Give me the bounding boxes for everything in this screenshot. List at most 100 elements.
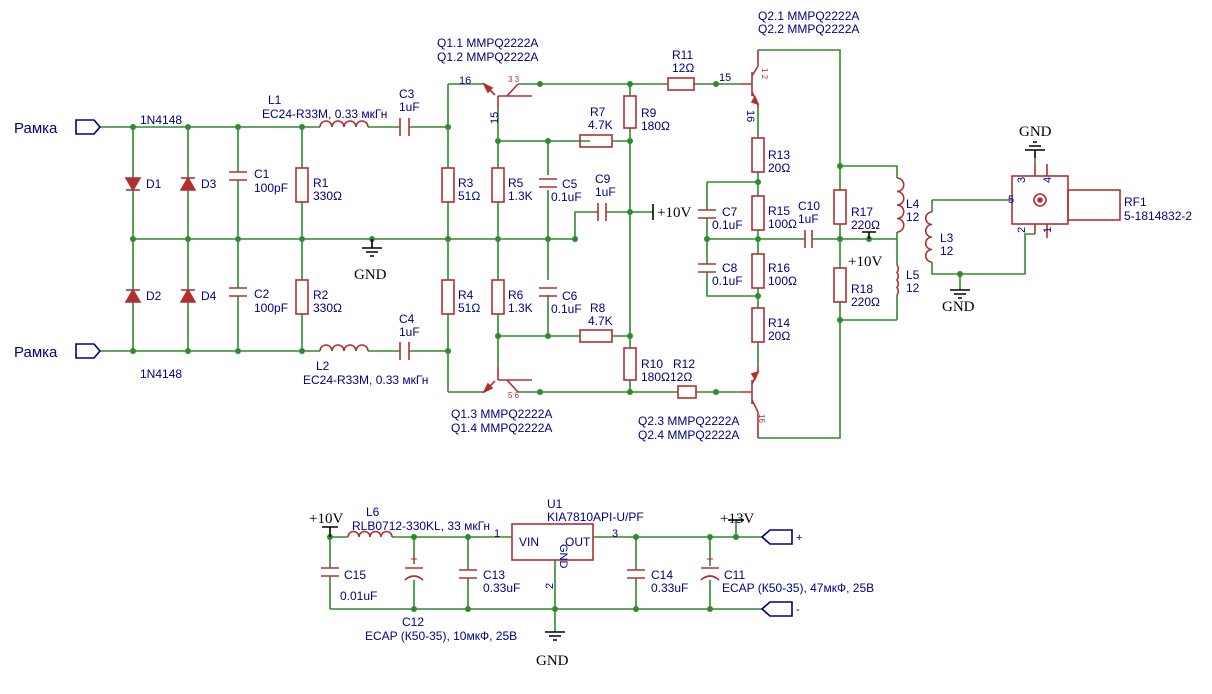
- capacitor-c8: C8 0.1uF: [698, 261, 743, 288]
- transistor-q2-top: 15 1 2 16 Q2.1 MMPQ2222A Q2.2 MMPQ2222A: [719, 9, 859, 122]
- resistor-r16: R16 100Ω: [751, 253, 797, 289]
- inductors-l5-label: L5: [906, 268, 920, 282]
- caps-c11v-label: ECAP (К50-35), 47мкФ, 25В: [722, 581, 874, 595]
- caps-c3-label: C3: [399, 87, 415, 101]
- resistor-r4: R4 51Ω: [441, 279, 480, 315]
- transistors-q1b-label: Q1.2 MMPQ2222A: [437, 50, 538, 64]
- resistor-r17: R17 220Ω: [833, 189, 880, 232]
- power-10v-c9: +10V: [652, 204, 691, 221]
- power-v10c-label: +10V: [309, 511, 343, 527]
- capacitor-c5: C5 0.1uF: [539, 177, 582, 204]
- caps-c8-label: C8: [722, 261, 738, 275]
- diodes-d4-label: D4: [201, 289, 217, 303]
- capacitor-c3: C3 1uF: [399, 87, 420, 136]
- rf-connector-rf1: 3 4 5 2 1 RF1 5-1814832-2: [1008, 164, 1192, 238]
- inductor-l1: L1 EC24-R33M, 0.33 мкГн: [262, 93, 387, 128]
- resistors-r12v-label: 12Ω: [670, 370, 692, 384]
- resistors-r8-label: R8: [590, 301, 606, 315]
- pins-q2_top_c-label: 1 2: [760, 68, 769, 80]
- caps-c15-label: C15: [344, 568, 366, 582]
- caps-c9v-label: 1uF: [595, 185, 616, 199]
- connector-p2-label: 2: [1016, 227, 1028, 233]
- pins-q2_top_b-label: 15: [719, 72, 731, 84]
- resistors-r11v-label: 12Ω: [672, 61, 694, 75]
- caps-c7-label: C7: [722, 205, 738, 219]
- gnd-symbol-regulator: GND: [536, 631, 569, 669]
- resistor-r9: R9 180Ω: [623, 95, 670, 133]
- resistors-r5v-label: 1.3K: [508, 189, 533, 203]
- resistors-r13v-label: 20Ω: [768, 161, 790, 175]
- inductors-l4-label: L4: [906, 197, 920, 211]
- capacitor-c14: C14 0.33uF: [627, 568, 688, 595]
- caps-c14-label: C14: [651, 568, 673, 582]
- resistors-r18-label: R18: [851, 282, 873, 296]
- caps-c6-label: C6: [562, 289, 578, 303]
- diodes-d3-label: D3: [201, 177, 217, 191]
- port-ramka-top-label: Рамка: [14, 120, 58, 137]
- power-v10a-label: +10V: [657, 205, 691, 221]
- caps-c2v-label: 100pF: [254, 301, 288, 315]
- resistors-r5-label: R5: [508, 176, 524, 190]
- gnd-symbol-main: GND: [354, 239, 387, 283]
- caps-c8v-label: 0.1uF: [712, 274, 743, 288]
- capacitor-c9: C9 1uF: [595, 172, 616, 221]
- regulator-gnd-label: GND: [557, 544, 569, 569]
- resistors-r10-label: R10: [641, 357, 663, 371]
- regulator-out-label: OUT: [565, 535, 591, 549]
- caps-c11-label: C11: [724, 568, 745, 582]
- resistor-r1: R1 330Ω: [295, 167, 342, 203]
- power-gnd1-label: GND: [354, 267, 387, 283]
- resistors-r7-label: R7: [590, 105, 606, 119]
- inductors-l2v-label: EC24-R33M, 0.33 мкГн: [303, 373, 428, 387]
- port-minus-label: -: [796, 604, 800, 616]
- resistors-r10v-label: 180Ω: [641, 370, 670, 384]
- resistors-r2v-label: 330Ω: [313, 301, 342, 315]
- caps-c5v-label: 0.1uF: [551, 190, 582, 204]
- capacitor-c11: C11 ECAP (К50-35), 47мкФ, 25В: [700, 556, 874, 595]
- port-ramka-bottom[interactable]: Рамка: [14, 343, 102, 361]
- transistors-q1c-label: Q1.3 MMPQ2222A: [451, 407, 552, 421]
- caps-c5-label: C5: [562, 177, 578, 191]
- gnd-symbol-l3: GND: [942, 289, 975, 315]
- gnd-symbol-connector-top: GND: [1019, 124, 1052, 158]
- resistors-r3v-label: 51Ω: [458, 189, 480, 203]
- inductor-l5: L5 12: [895, 264, 920, 296]
- resistors-r14v-label: 20Ω: [768, 329, 790, 343]
- resistors-r9v-label: 180Ω: [641, 119, 670, 133]
- resistor-r12: R12 12Ω: [670, 357, 697, 399]
- connector-p1-label: 1: [1042, 227, 1054, 233]
- caps-c13v-label: 0.33uF: [483, 581, 520, 595]
- connector-ref-label: RF1: [1124, 195, 1147, 209]
- resistors-r16-label: R16: [768, 261, 790, 275]
- port-plus-label: +: [796, 532, 802, 544]
- port-minus[interactable]: -: [760, 601, 800, 617]
- resistor-r14: R14 20Ω: [751, 307, 790, 343]
- resistors-r9-label: R9: [641, 106, 657, 120]
- inductors-l6v-label: RLB0712-330KL, 33 мкГн: [352, 519, 490, 533]
- caps-c9-label: C9: [595, 172, 611, 186]
- resistor-r10: R10 180Ω: [623, 347, 670, 384]
- resistors-r16v-label: 100Ω: [768, 274, 797, 288]
- capacitor-c13: C13 0.33uF: [459, 568, 520, 595]
- caps-c1v-label: 100pF: [254, 181, 288, 195]
- port-ramka-top[interactable]: Рамка: [14, 119, 102, 137]
- resistors-r1v-label: 330Ω: [313, 189, 342, 203]
- resistors-r4v-label: 51Ω: [458, 301, 480, 315]
- capacitor-c7: C7 0.1uF: [698, 205, 743, 232]
- power-gnd4-label: GND: [536, 653, 569, 669]
- power-10v-input: +10V: [309, 511, 343, 537]
- port-ramka-bottom-label: Рамка: [14, 344, 58, 361]
- inductors-l6-label: L6: [366, 505, 380, 519]
- port-plus[interactable]: +: [760, 529, 802, 545]
- inductor-l2: L2 EC24-R33M, 0.33 мкГн: [303, 344, 428, 387]
- resistor-r11: R11 12Ω: [667, 48, 695, 91]
- regulator-part-label: KIA7810API-U/PF: [547, 510, 644, 524]
- diode-d3: D3: [179, 176, 217, 191]
- diode-part-bottom: 1N4148: [140, 367, 182, 381]
- resistors-r2-label: R2: [313, 288, 329, 302]
- power-v10b-label: +10V: [848, 254, 882, 270]
- caps-c1-label: C1: [254, 167, 270, 181]
- connector-p4-label: 4: [1042, 177, 1054, 183]
- power-gnd3-label: GND: [942, 299, 975, 315]
- regulator-pin3-label: 3: [612, 528, 618, 540]
